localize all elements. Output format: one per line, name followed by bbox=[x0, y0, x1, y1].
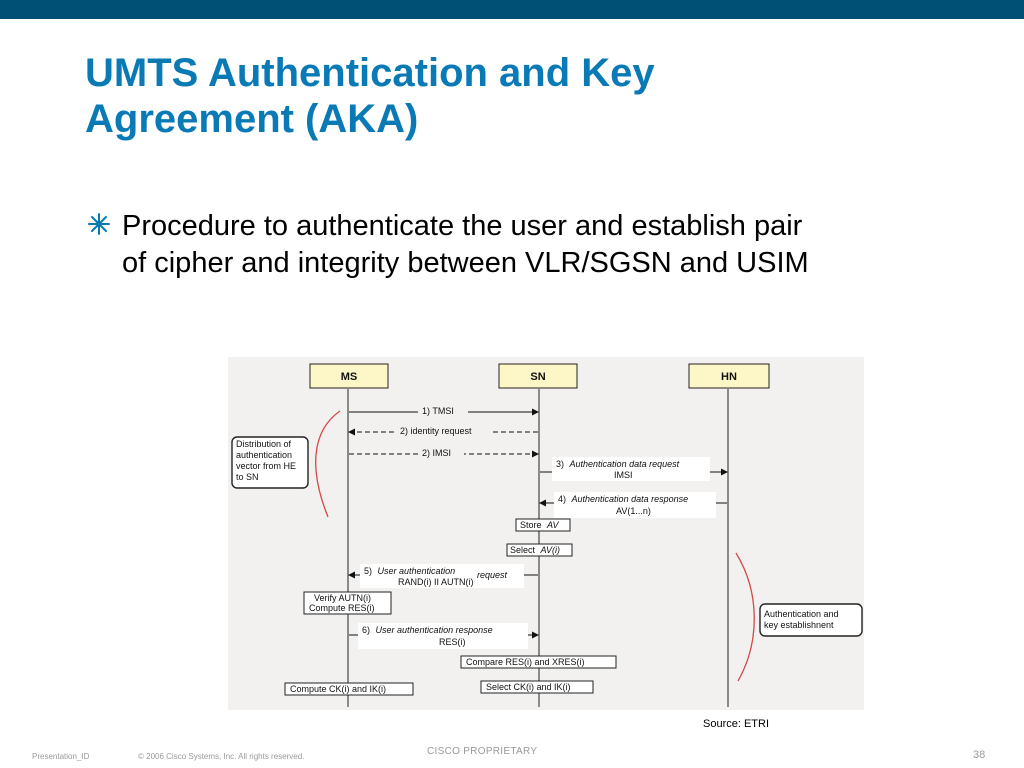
msg-auth-data-request-label: 3) Authentication data request bbox=[556, 459, 680, 469]
msg-auth-data-request-num: 3) bbox=[556, 459, 564, 469]
auth-key-bracket bbox=[735, 552, 755, 682]
msg-auth-data-response-label: 4) Authentication data response bbox=[558, 494, 688, 504]
note-auth-key-line-1: Authentication and bbox=[764, 609, 839, 619]
action-compare-res: Compare RES(i) and XRES(i) bbox=[460, 655, 617, 669]
msg-user-auth-response-name: User authentication response bbox=[376, 625, 493, 635]
action-compute-keys-label: Compute CK(i) and IK(i) bbox=[290, 684, 386, 694]
action-compute-keys: Compute CK(i) and IK(i) bbox=[284, 682, 414, 696]
note-auth-key: Authentication and key establishnent bbox=[759, 603, 863, 637]
entity-sn: SN bbox=[498, 363, 578, 389]
msg-auth-data-response-num: 4) bbox=[558, 494, 566, 504]
action-verify-line-2: Compute RES(i) bbox=[309, 603, 375, 613]
footer-copyright: © 2006 Cisco Systems, Inc. All rights re… bbox=[138, 752, 305, 761]
entity-hn-label: HN bbox=[721, 371, 737, 383]
action-verify-compute: Verify AUTN(i) Compute RES(i) bbox=[303, 591, 392, 615]
note-distribution-line-4: to SN bbox=[236, 472, 259, 482]
action-store-av: Store AV bbox=[515, 518, 571, 532]
msg-user-auth-request-name: User authentication bbox=[378, 566, 456, 576]
entity-ms: MS bbox=[309, 363, 389, 389]
action-select-item: AV(i) bbox=[540, 545, 561, 555]
msg-identity-request-label: 2) identity request bbox=[400, 426, 472, 436]
msg-auth-data-response-name: Authentication data response bbox=[571, 494, 689, 504]
distribution-bracket bbox=[315, 410, 341, 518]
msg-user-auth-response-label: 6) User authentication response bbox=[362, 625, 493, 635]
bullet-text-line-2: of cipher and integrity between VLR/SGSN… bbox=[122, 247, 809, 279]
msg-imsi-label: 2) IMSI bbox=[422, 448, 451, 458]
bullet-text: Procedure to authenticate the user and e… bbox=[122, 208, 962, 282]
svg-text:Store AV: Store AV bbox=[520, 520, 560, 530]
msg-user-auth-request-param: RAND(i) II AUTN(i) bbox=[398, 577, 474, 587]
top-banner bbox=[0, 0, 1024, 19]
slide-title: UMTS Authentication and Key Agreement (A… bbox=[85, 50, 985, 142]
action-store-item: AV bbox=[546, 520, 560, 530]
msg-user-auth-request-extra: request bbox=[477, 570, 508, 580]
msg-user-auth-response-param: RES(i) bbox=[439, 637, 466, 647]
note-auth-key-line-2: key establishnent bbox=[764, 620, 834, 630]
action-select-av: Select AV(i) bbox=[506, 543, 573, 557]
msg-user-auth-request-num: 5) bbox=[364, 566, 372, 576]
snowflake-bullet-icon bbox=[88, 213, 110, 235]
bullet-text-line-1: Procedure to authenticate the user and e… bbox=[122, 210, 803, 242]
entity-sn-label: SN bbox=[530, 371, 545, 383]
note-distribution-line-2: authentication bbox=[236, 450, 292, 460]
entity-ms-label: MS bbox=[341, 371, 358, 383]
slide-title-line-1: UMTS Authentication and Key bbox=[85, 51, 655, 95]
action-select-prefix: Select bbox=[510, 545, 536, 555]
note-distribution-line-3: vector from HE bbox=[236, 461, 296, 471]
slide-title-line-2: Agreement (AKA) bbox=[85, 97, 419, 141]
msg-auth-data-request-param: IMSI bbox=[614, 470, 633, 480]
entity-hn: HN bbox=[688, 363, 770, 389]
action-select-keys-label: Select CK(i) and IK(i) bbox=[486, 682, 571, 692]
aka-sequence-diagram: MS SN HN Distribution of authentication … bbox=[228, 357, 864, 710]
msg-user-auth-response-num: 6) bbox=[362, 625, 370, 635]
page-number: 38 bbox=[973, 749, 986, 761]
action-store-prefix: Store bbox=[520, 520, 542, 530]
svg-text:Select AV(i): Select AV(i) bbox=[510, 545, 560, 555]
footer-presentation-id: Presentation_ID bbox=[32, 752, 90, 761]
source-caption: Source: ETRI bbox=[703, 718, 770, 730]
note-distribution: Distribution of authentication vector fr… bbox=[231, 436, 309, 489]
action-compare-label: Compare RES(i) and XRES(i) bbox=[466, 657, 585, 667]
msg-tmsi-label: 1) TMSI bbox=[422, 406, 454, 416]
msg-auth-data-request-name: Authentication data request bbox=[569, 459, 680, 469]
note-distribution-line-1: Distribution of bbox=[236, 439, 292, 449]
footer-proprietary: CISCO PROPRIETARY bbox=[427, 746, 538, 757]
action-select-keys: Select CK(i) and IK(i) bbox=[480, 680, 594, 694]
msg-auth-data-response-param: AV(1...n) bbox=[616, 506, 651, 516]
action-verify-line-1: Verify AUTN(i) bbox=[314, 593, 371, 603]
msg-user-auth-request-label: 5) User authentication bbox=[364, 566, 455, 576]
